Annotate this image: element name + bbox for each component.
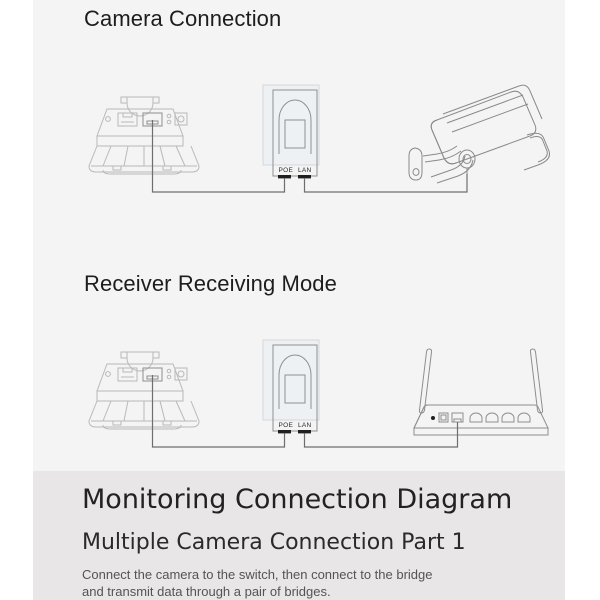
poe-port-jack bbox=[278, 430, 291, 434]
lan-port-jack bbox=[298, 430, 311, 434]
diagram-cables bbox=[151, 375, 459, 448]
banner-title: Monitoring Connection Diagram bbox=[82, 484, 513, 515]
receiver-receiving-mode-diagram: POE LAN bbox=[33, 335, 565, 465]
poe-switch-device: POE LAN bbox=[262, 84, 320, 179]
section-heading-camera-connection: Camera Connection bbox=[84, 6, 282, 31]
lan-port-jack bbox=[298, 175, 311, 179]
lan-port-label: LAN bbox=[298, 422, 312, 429]
camera-connection-diagram: POE LAN bbox=[33, 80, 565, 210]
poe-switch-device: POE LAN bbox=[262, 339, 320, 434]
router-power-led bbox=[431, 416, 435, 420]
poe-port-jack bbox=[278, 175, 291, 179]
diagram-cables bbox=[151, 120, 468, 193]
lan-port-label: LAN bbox=[298, 167, 312, 174]
router-antenna-right bbox=[529, 348, 544, 414]
cable-cpe-to-poe bbox=[151, 120, 286, 193]
section-heading-receiver-receiving-mode: Receiver Receiving Mode bbox=[84, 271, 337, 296]
cable-lan-to-camera bbox=[303, 174, 468, 193]
banner-body-copy: Connect the camera to the switch, then c… bbox=[82, 566, 552, 600]
banner-body-line-1: Connect the camera to the switch, then c… bbox=[82, 567, 433, 582]
wireless-router-device bbox=[413, 348, 549, 436]
poe-port-label: POE bbox=[279, 167, 294, 174]
bullet-camera-device bbox=[408, 84, 550, 184]
bottom-banner-background bbox=[33, 471, 565, 600]
cpe-bridge-device bbox=[88, 96, 200, 175]
cable-cpe-to-poe bbox=[151, 375, 286, 448]
banner-subtitle: Multiple Camera Connection Part 1 bbox=[82, 530, 466, 555]
banner-body-line-2: and transmit data through a pair of brid… bbox=[82, 584, 331, 599]
router-antenna-left bbox=[418, 348, 433, 414]
cpe-bridge-device bbox=[88, 351, 200, 430]
cable-lan-to-router bbox=[303, 422, 459, 448]
poe-port-label: POE bbox=[279, 422, 294, 429]
